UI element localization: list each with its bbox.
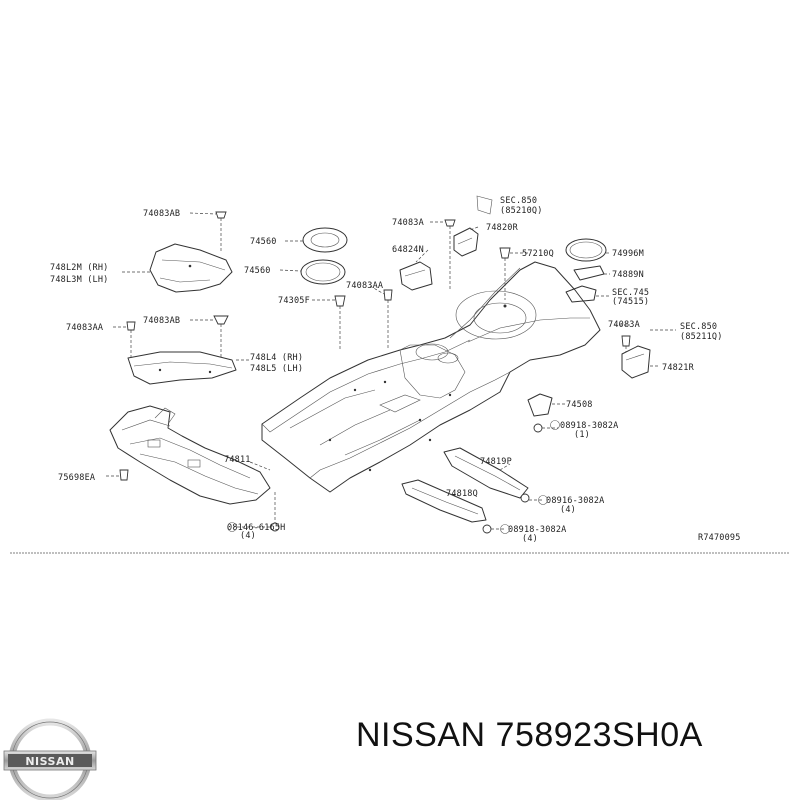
leader-lines [106, 212, 676, 530]
callout-label: 75698EA [58, 473, 95, 483]
callout-label: 74083AB [143, 209, 180, 219]
fasteners [119, 195, 631, 534]
fastener-markers [227, 420, 560, 534]
bracket-74820R [453, 227, 479, 257]
callout-label: SEC.850 [680, 322, 717, 332]
callout-label: SEC.745 [612, 288, 649, 298]
callout-label: 08916-3082A [546, 496, 605, 506]
callout-label: 74821R [662, 363, 695, 373]
callout-label: 74889N [612, 270, 644, 280]
callout-label: 74820R [486, 223, 519, 233]
callout-label: 74083AA [66, 323, 103, 333]
bracket-74508 [527, 393, 553, 417]
callout-label: SEC.850 [500, 196, 537, 206]
front-undercover-74811 [109, 405, 271, 505]
bracket-74821R [621, 345, 651, 379]
callout-label: 74083AA [346, 281, 383, 291]
callout-label: 08918-3082A [508, 525, 567, 535]
product-caption: NISSAN 758923SH0A [356, 716, 703, 755]
svg-text:NISSAN: NISSAN [25, 755, 74, 768]
callout-label: (1) [574, 430, 590, 440]
callout-label: 74083A [608, 320, 640, 330]
brand-name: NISSAN [356, 716, 486, 754]
callout-label: 08918-3082A [560, 421, 619, 431]
callout-label: (4) [560, 505, 576, 515]
callout-label: 74083AB [143, 316, 180, 326]
ring-74996M [565, 238, 607, 262]
callout-label: (85210Q) [500, 206, 543, 216]
callout-label: 748L4 (RH) [250, 353, 303, 363]
callout-label: 74811 [224, 455, 251, 465]
callout-label: (85211Q) [680, 332, 723, 342]
strip-74818Q [401, 479, 487, 523]
seal-74889N [573, 265, 605, 281]
callout-label: 74560 [250, 237, 277, 247]
callout-label: 74305F [278, 296, 310, 306]
bracket-sec745 [565, 285, 597, 303]
strip-74819P [443, 447, 529, 499]
callout-label: 748L2M (RH) [50, 263, 109, 273]
callout-label: 64824N [392, 245, 424, 255]
side-cover-748L2M [149, 243, 233, 293]
callout-label: 74508 [566, 400, 593, 410]
callout-label: (4) [240, 531, 256, 541]
bracket-64824N [399, 261, 433, 291]
callout-label: 748L5 (LH) [250, 364, 303, 374]
callout-label: 74819P [480, 457, 512, 467]
callout-label: 08146-6165H [227, 523, 286, 533]
part-number: 758923SH0A [495, 716, 703, 754]
main-floor-cover [261, 261, 601, 493]
callout-label: 57210Q [522, 249, 554, 259]
callout-label: 74083A [392, 218, 424, 228]
callout-label: 74996M [612, 249, 644, 259]
callout-labels: 74083AB 748L2M (RH) 748L3M (LH) 74083AA … [50, 196, 723, 544]
callout-label: 748L3M (LH) [50, 275, 109, 285]
callout-label: 74560 [244, 266, 271, 276]
callout-label: 74818Q [446, 489, 478, 499]
callout-label: (4) [522, 534, 538, 544]
side-cover-748L4 [127, 351, 237, 385]
nissan-logo: NISSAN [3, 718, 97, 800]
speaker-cover-74560 [300, 227, 348, 285]
reference-code: R7470095 [698, 533, 741, 543]
callout-label: (74515) [612, 297, 649, 307]
